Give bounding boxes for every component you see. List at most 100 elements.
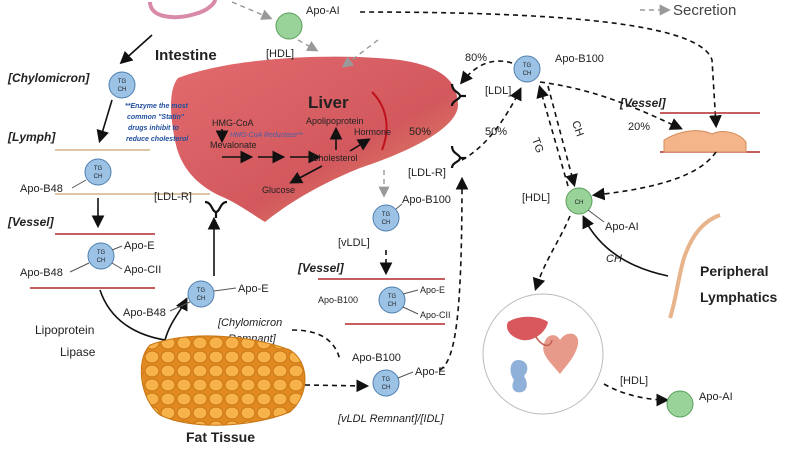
vldl-apo-b100-line xyxy=(395,203,403,210)
vessel-middle-ch: CH xyxy=(388,302,397,308)
ldl-label: [LDL] xyxy=(485,85,511,97)
vessel-left-apo-b48: Apo-B48 xyxy=(20,267,63,279)
idl-particle xyxy=(372,369,400,397)
cholesterol-to-hormone-arrow xyxy=(349,138,371,152)
ldl-particle xyxy=(513,55,541,83)
hdl-particle-middle xyxy=(565,187,593,215)
vessel-middle-particle xyxy=(378,286,406,314)
lymph-label: [Lymph] xyxy=(7,130,56,144)
liver-illustration xyxy=(171,56,458,222)
vessel-left-apo-e-line xyxy=(111,245,123,251)
vessel-left-label: [Vessel] xyxy=(7,215,55,229)
legend-secretion-label: Secretion xyxy=(673,2,736,19)
ch-exchange-label: CH xyxy=(569,119,586,138)
remnant-apo-b48: Apo-B48 xyxy=(123,307,166,319)
vessel-left-apo-cii-line xyxy=(111,262,123,270)
remnant-ch: CH xyxy=(197,296,206,302)
vessel-to-hdl-arrow xyxy=(591,151,717,201)
hdl-middle-ch: CH xyxy=(575,200,584,206)
chylomicron-remnant-label-1: [Chylomicron xyxy=(217,317,282,329)
vessel-middle-apo-cii: Apo-CII xyxy=(420,310,451,320)
vessel-middle-apo-b100: Apo-B100 xyxy=(318,295,358,305)
intestine-label: Intestine xyxy=(155,47,217,64)
idl-to-liver-arrow xyxy=(439,176,469,371)
vldl-tg: TG xyxy=(382,212,391,218)
vessel-middle-apo-cii-line xyxy=(402,306,419,315)
intestine-illustration xyxy=(148,0,217,20)
plaque-illustration xyxy=(663,130,747,153)
vldl-particle xyxy=(372,204,400,232)
tg-exchange-label: TG xyxy=(529,136,546,154)
idl-apo-e: Apo-E xyxy=(415,366,446,378)
vessel-left-ch: CH xyxy=(97,258,106,264)
lymph-ch: CH xyxy=(94,174,103,180)
ldl-apo-b100: Apo-B100 xyxy=(555,53,604,65)
chylomicron-remnant-dash xyxy=(291,329,341,361)
ldl-receptor-left xyxy=(204,200,228,214)
lymph-particle xyxy=(84,158,112,186)
mevalonate-label: Mevalonate xyxy=(210,140,257,150)
vessel-middle-tg: TG xyxy=(388,294,397,300)
vessel-left-apo-b48-line xyxy=(69,262,90,273)
percent-20: 20% xyxy=(628,121,650,133)
idl-tg: TG xyxy=(382,377,391,383)
peripheral-lymphatics-illustration xyxy=(668,213,721,319)
organ-circle xyxy=(482,293,604,415)
hdl-middle-apo-ai: Apo-AI xyxy=(605,221,639,233)
fat-to-remnant-arrow xyxy=(164,297,188,341)
percent-50-liver: 50% xyxy=(409,126,431,138)
lipolysis-curve xyxy=(99,289,166,341)
hmg-coa-reductase-label: HMG-CoA Reductase** xyxy=(230,132,303,139)
liver-blood-vessel xyxy=(371,91,388,151)
hdl-bottom-label: [HDL] xyxy=(620,375,648,387)
vessel-left-particle xyxy=(87,242,115,270)
vessel-left-tg: TG xyxy=(97,250,106,256)
remnant-apo-b48-line xyxy=(169,301,191,312)
fat-to-idl-arrow xyxy=(304,379,370,393)
vessel-middle-label: [Vessel] xyxy=(297,261,345,275)
remnant-apo-e: Apo-E xyxy=(238,283,269,295)
idl-ch: CH xyxy=(382,385,391,391)
remnant-tg: TG xyxy=(197,288,206,294)
lymph-apo-b48: Apo-B48 xyxy=(20,183,63,195)
statin-note-4: reduce cholesterol xyxy=(126,136,189,143)
hdl-to-organs-arrow xyxy=(532,215,571,292)
peripheral-label: Peripheral xyxy=(700,263,768,279)
ldl-to-hdl-ch-arrow xyxy=(547,85,578,188)
vessel-middle-apo-e: Apo-E xyxy=(420,285,445,295)
cholesterol-label: Cholesterol xyxy=(312,153,358,163)
chylomicron-tg: TG xyxy=(118,79,127,85)
vldl-ch: CH xyxy=(382,220,391,226)
cholesterol-to-glucose-arrow xyxy=(289,165,323,184)
ldl-to-vessel-20-arrow xyxy=(539,81,683,130)
idl-apo-e-line xyxy=(397,371,414,379)
vldl-label: [vLDL] xyxy=(338,237,370,249)
liver-mini-icon xyxy=(506,316,548,341)
fat-tissue-illustration xyxy=(140,335,306,426)
hdl-top-label: [HDL] xyxy=(266,48,294,60)
peripheral-to-hdl-arrow xyxy=(582,215,669,277)
hdl-middle-apo-ai-line xyxy=(587,209,605,223)
heart-mini-icon xyxy=(543,333,579,374)
liver-secretion-arrow xyxy=(341,39,379,68)
ch-peripheral-label: CH xyxy=(606,253,622,265)
percent-80: 80% xyxy=(465,52,487,64)
statin-note-2: common "Statin" xyxy=(127,114,185,121)
ldl-tg: TG xyxy=(523,63,532,69)
hmg-coa-label: HMG-CoA xyxy=(212,118,254,128)
vessel-left-apo-e: Apo-E xyxy=(124,240,155,252)
hdl-particle-top xyxy=(275,12,303,40)
lipase-label: Lipase xyxy=(60,345,96,359)
statin-note-3: drugs inhibit to xyxy=(128,125,180,132)
vessel-left-apo-cii: Apo-CII xyxy=(124,264,161,276)
kidney-mini-icon xyxy=(510,360,528,393)
chylomicron-remnant-particle xyxy=(187,280,215,308)
ldl-ch: CH xyxy=(523,71,532,77)
fat-tissue-label: Fat Tissue xyxy=(186,429,255,445)
ldl-r-left-label: [LDL-R] xyxy=(154,191,192,203)
vessel-right-label: [Vessel] xyxy=(619,96,667,110)
chylomicron-to-lymph-arrow xyxy=(96,99,113,144)
chylomicron-ch: CH xyxy=(118,87,127,93)
statin-note-1: **Enzyme the most xyxy=(125,103,189,110)
